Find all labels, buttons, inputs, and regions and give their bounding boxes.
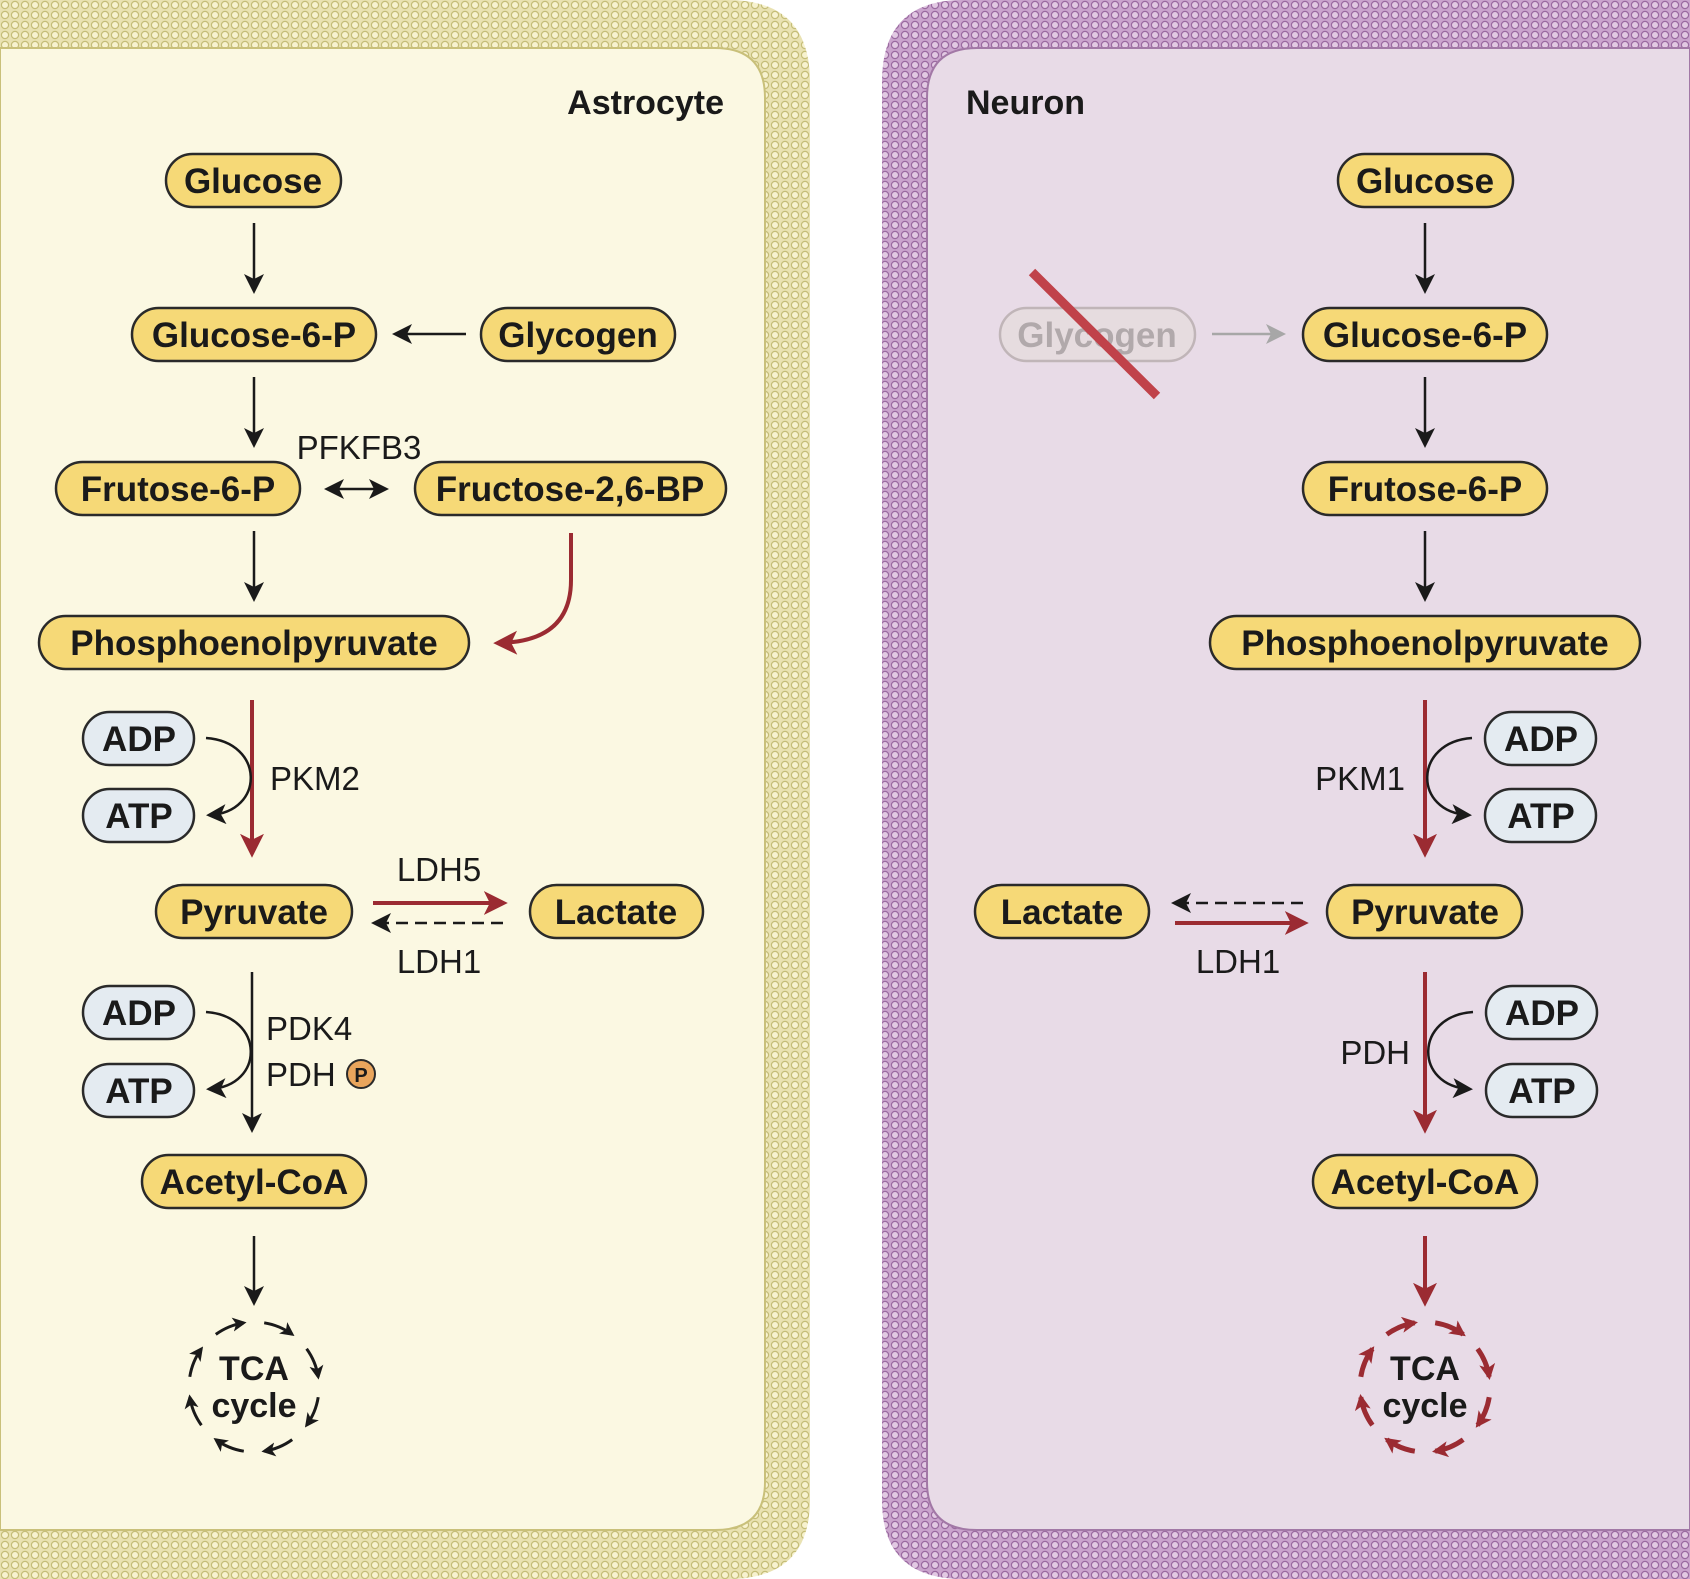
arrow-adp-to-atp-2: [205, 1010, 252, 1099]
glucose-label: Glucose: [184, 162, 322, 201]
fructose-6-p-node: Frutose-6-P: [54, 460, 302, 517]
glycogen-label: Glycogen: [498, 316, 657, 355]
tca-arc-arrow: [1354, 1394, 1375, 1427]
neuron-glucose-6-p-node: Glucose-6-P: [1301, 306, 1549, 363]
fructose-6-p-label: Frutose-6-P: [81, 470, 275, 509]
astrocyte-title: Astrocyte: [567, 84, 724, 122]
neuron-glucose-6-p-label: Glucose-6-P: [1323, 316, 1527, 355]
neuron-phosphoenolpyruvate-node: Phosphoenolpyruvate: [1208, 614, 1642, 671]
neuron-adp-node-1: ADP: [1483, 710, 1598, 767]
neuron-lactate-label: Lactate: [1001, 893, 1124, 932]
neuron-pyruvate-node: Pyruvate: [1325, 883, 1524, 940]
neuron-lactate-node: Lactate: [973, 883, 1151, 940]
astrocyte-tca-cycle: TCA cycle: [184, 1317, 324, 1457]
tca-label-line1: TCA: [219, 1350, 289, 1388]
pdk4-label: PDK4: [266, 1010, 352, 1047]
pyruvate-label: Pyruvate: [180, 893, 328, 932]
tca-arc-arrow: [1358, 1346, 1375, 1378]
fructose-2-6-bp-label: Fructose-2,6-BP: [436, 470, 704, 509]
ldh1-label: LDH1: [397, 943, 481, 980]
tca-arc-arrow: [263, 1321, 295, 1337]
atp-label-1: ATP: [105, 797, 172, 836]
neuron-fructose-6-p-node: Frutose-6-P: [1301, 460, 1549, 517]
neuron-pdh-label: PDH: [1340, 1034, 1410, 1071]
neuron-ldh1-label: LDH1: [1196, 943, 1280, 980]
phosphoenolpyruvate-label: Phosphoenolpyruvate: [70, 624, 438, 663]
neuron-atp-node-2: ATP: [1484, 1062, 1599, 1119]
lactate-node: Lactate: [528, 883, 705, 940]
pkm1-label: PKM1: [1315, 760, 1405, 797]
adp-label-2: ADP: [102, 994, 176, 1033]
pfkfb3-label: PFKFB3: [297, 429, 422, 466]
glucose-6-p-node: Glucose-6-P: [130, 306, 378, 363]
atp-node-2: ATP: [81, 1062, 196, 1119]
neuron-adp-label-1: ADP: [1504, 720, 1578, 759]
arrow-f26bp-activates-pep: [493, 533, 573, 655]
acetyl-coa-node: Acetyl-CoA: [140, 1153, 368, 1210]
phosphate-badge: P: [346, 1059, 376, 1089]
neuron-tca-cycle-arrows: [1354, 1316, 1496, 1458]
acetyl-coa-label: Acetyl-CoA: [160, 1163, 349, 1202]
tca-arc-arrow: [1432, 1437, 1465, 1458]
neuron-tca-label-line1: TCA: [1390, 1350, 1460, 1388]
neuron-atp-label-1: ATP: [1507, 797, 1574, 836]
neuron-glycogen-node-inactive: Glycogen: [998, 268, 1197, 400]
atp-label-2: ATP: [105, 1072, 172, 1111]
neuron-acetyl-coa-label: Acetyl-CoA: [1331, 1163, 1520, 1202]
phosphoenolpyruvate-node: Phosphoenolpyruvate: [37, 614, 471, 671]
tca-cycle-arrows: [184, 1317, 324, 1457]
pyruvate-node: Pyruvate: [154, 883, 354, 940]
adp-node-1: ADP: [81, 710, 196, 767]
neuron-atp-node-1: ATP: [1483, 787, 1598, 844]
tca-arc-arrow: [1384, 1437, 1416, 1454]
neuron-phosphoenolpyruvate-label: Phosphoenolpyruvate: [1241, 624, 1609, 663]
glycogen-node: Glycogen: [479, 306, 677, 363]
strike-through-mark: [1028, 268, 1161, 400]
tca-arc-arrow: [305, 1347, 324, 1380]
neuron-tca-label-line2: cycle: [1382, 1387, 1467, 1425]
neuron-atp-label-2: ATP: [1508, 1072, 1575, 1111]
neuron-tca-cycle: TCA cycle: [1354, 1316, 1496, 1458]
tca-arc-arrow: [1385, 1316, 1418, 1337]
neuron-glucose-node: Glucose: [1336, 152, 1515, 209]
tca-label-line2: cycle: [211, 1387, 296, 1425]
neuron-arrow-adp-to-atp-2: [1427, 1010, 1474, 1099]
neuron-title: Neuron: [966, 84, 1085, 122]
tca-arc-arrow: [1475, 1347, 1496, 1380]
ldh5-label: LDH5: [397, 851, 481, 888]
tca-arc-arrow: [1475, 1396, 1492, 1428]
glucose-6-p-label: Glucose-6-P: [152, 316, 356, 355]
fructose-2-6-bp-node: Fructose-2,6-BP: [413, 460, 728, 517]
neuron-adp-label-2: ADP: [1505, 994, 1579, 1033]
lactate-label: Lactate: [555, 893, 678, 932]
atp-node-1: ATP: [81, 787, 196, 844]
tca-arc-arrow: [261, 1438, 294, 1457]
tca-arc-arrow: [213, 1437, 245, 1453]
glucose-node: Glucose: [164, 152, 343, 209]
phosphate-label: P: [354, 1065, 367, 1087]
neuron-fructose-6-p-label: Frutose-6-P: [1328, 470, 1522, 509]
neuron-glucose-label: Glucose: [1356, 162, 1494, 201]
tca-arc-arrow: [188, 1346, 204, 1378]
neuron-pyruvate-label: Pyruvate: [1351, 893, 1499, 932]
neuron-acetyl-coa-node: Acetyl-CoA: [1311, 1153, 1539, 1210]
tca-arc-arrow: [1434, 1320, 1466, 1337]
tca-arc-arrow: [304, 1396, 320, 1428]
pdh-label: PDH: [266, 1056, 336, 1093]
tca-arc-arrow: [214, 1317, 247, 1336]
adp-label-1: ADP: [102, 720, 176, 759]
pkm2-label: PKM2: [270, 760, 360, 797]
adp-node-2: ADP: [81, 984, 196, 1041]
arrow-adp-to-atp-1: [205, 736, 252, 825]
neuron-adp-node-2: ADP: [1484, 984, 1599, 1041]
neuron-arrow-adp-to-atp-1: [1426, 736, 1473, 825]
tca-arc-arrow: [184, 1394, 203, 1427]
